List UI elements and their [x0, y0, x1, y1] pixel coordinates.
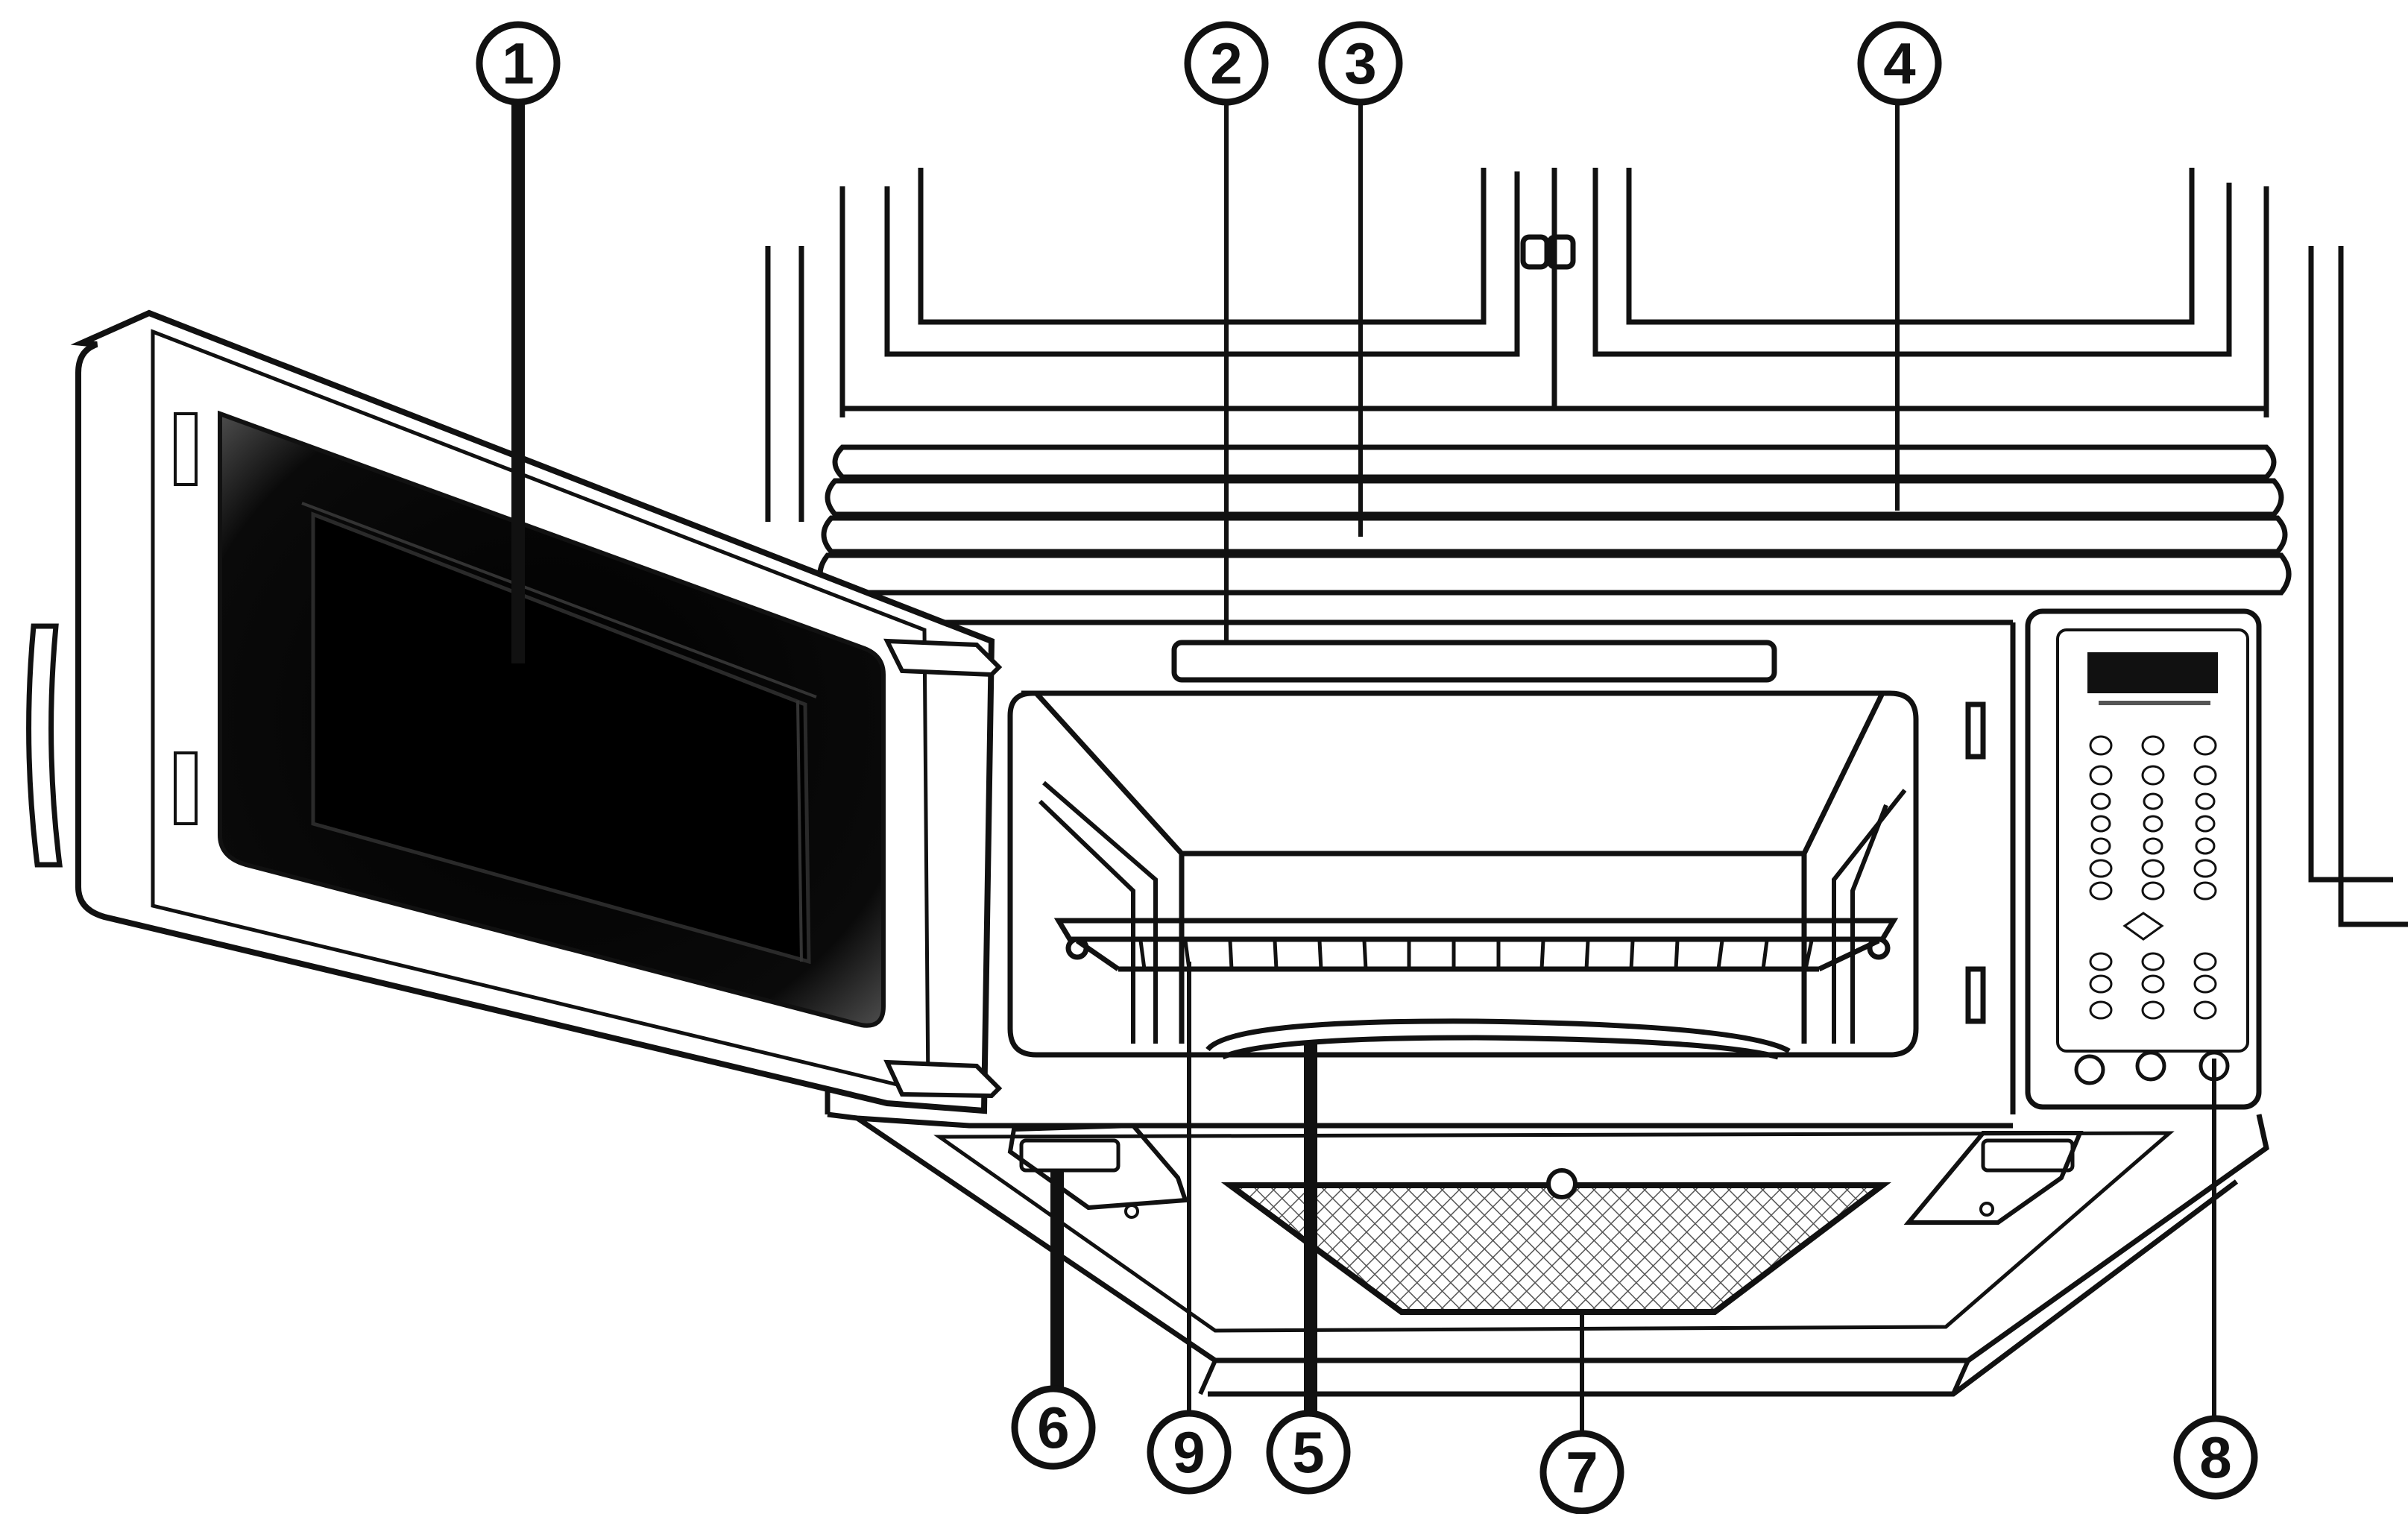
callout-5-label: 5 [1292, 1419, 1324, 1485]
bottom-tray [856, 1114, 2269, 1397]
callout-1-label: 1 [502, 31, 534, 96]
control-panel [2025, 608, 2262, 1110]
display-window [2087, 652, 2218, 693]
door-handle [26, 623, 63, 868]
upper-cabinet [765, 168, 2408, 927]
callout-6-label: 6 [1037, 1395, 1069, 1460]
callout-2-label: 2 [1210, 31, 1242, 96]
callout-7: 7 [1539, 1430, 1624, 1514]
callout-8-label: 8 [2199, 1425, 2231, 1490]
callout-3: 3 [1318, 21, 1403, 106]
microwave-door [26, 309, 1003, 1114]
callout-9-label: 9 [1173, 1419, 1205, 1485]
callout-9: 9 [1147, 1410, 1232, 1495]
callout-6: 6 [1011, 1385, 1096, 1470]
callout-leaders [511, 101, 2216, 1435]
vent-grille [817, 444, 2292, 625]
grease-filter [1220, 1168, 1891, 1315]
callout-1: 1 [476, 21, 561, 106]
microwave-body [825, 593, 2016, 1129]
oven-rack [1053, 918, 1899, 972]
callout-8: 8 [2173, 1415, 2258, 1500]
callout-5: 5 [1266, 1410, 1351, 1495]
callout-3-label: 3 [1344, 31, 1376, 96]
callout-4-label: 4 [1883, 31, 1915, 96]
callout-4: 4 [1857, 21, 1942, 106]
callout-7-label: 7 [1566, 1439, 1598, 1505]
callout-2: 2 [1184, 21, 1269, 106]
glass-turntable [1205, 1018, 1791, 1060]
keypad-buttons [2089, 735, 2217, 1020]
oven-cavity [1007, 690, 1919, 1058]
